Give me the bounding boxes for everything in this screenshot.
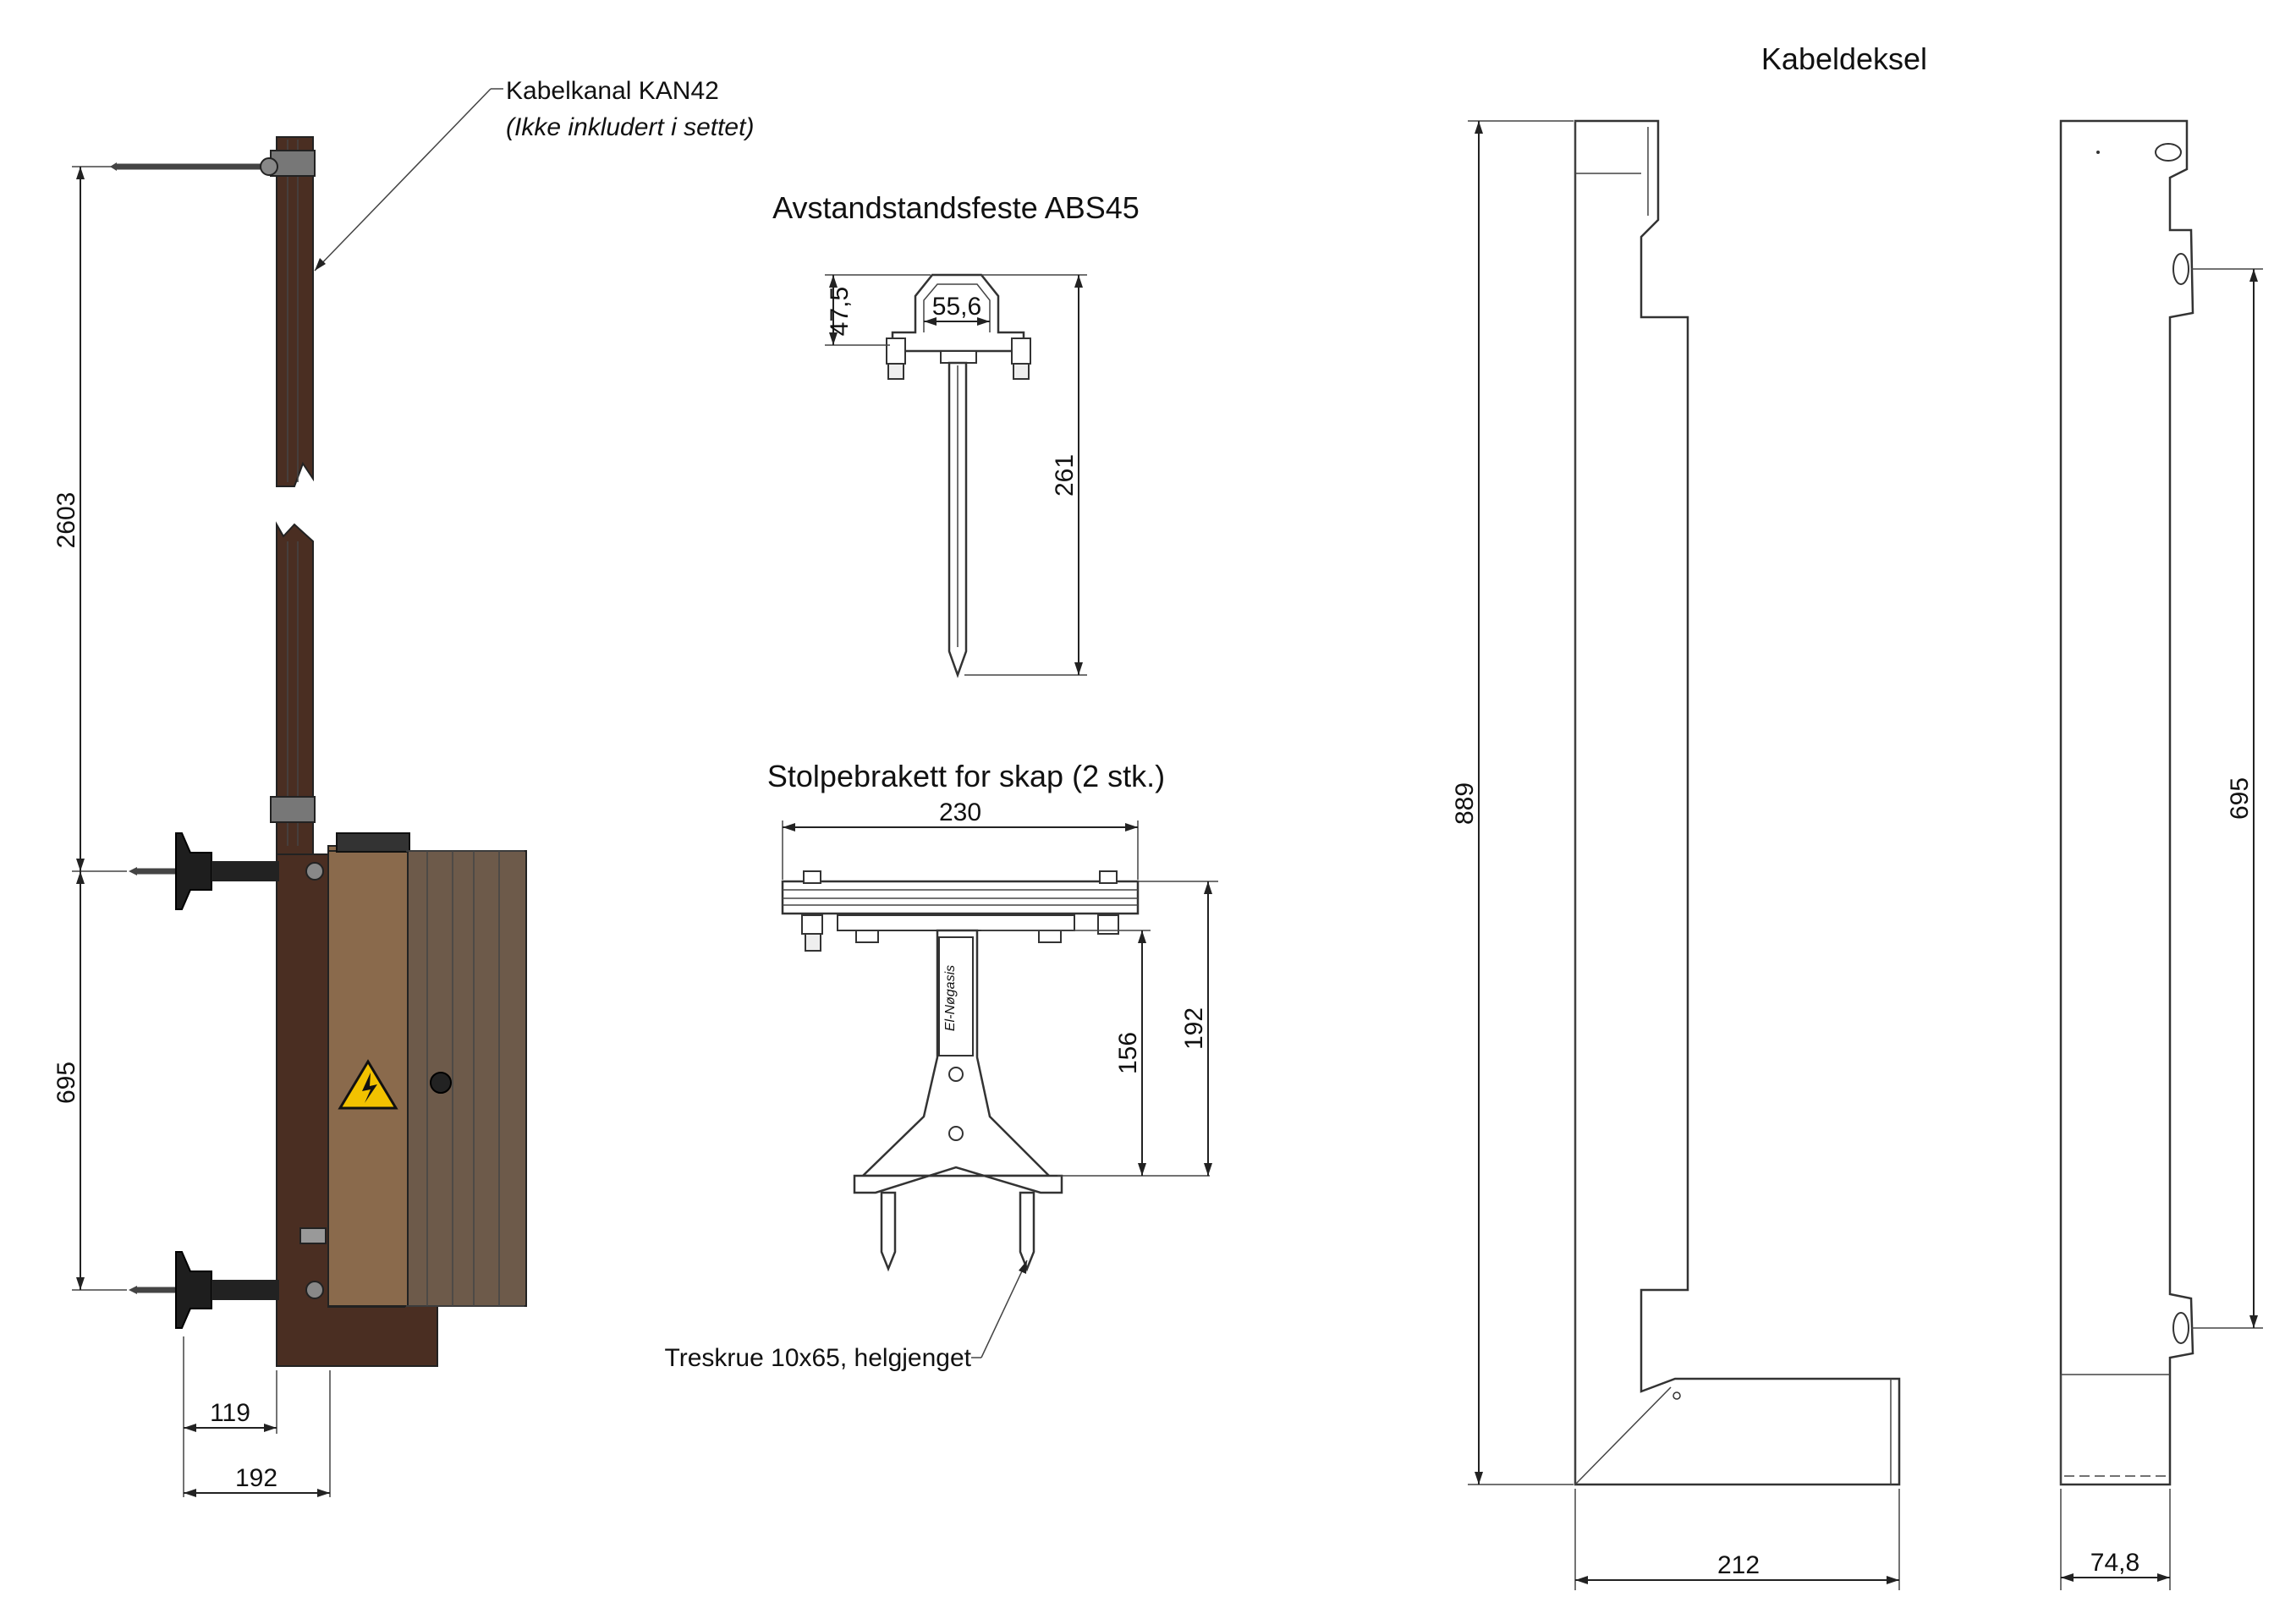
dim-label-55-6: 55,6 [932, 293, 981, 321]
dim-label-192-left: 192 [235, 1464, 277, 1492]
dim-label-156: 156 [1114, 1032, 1142, 1074]
dim-label-192-bracket: 192 [1180, 1007, 1208, 1050]
bracket-title: Stolpebrakett for skap (2 stk.) [767, 759, 1165, 793]
channel-leader-line [314, 88, 492, 272]
dim-label-2603: 2603 [52, 492, 80, 549]
cabinet-lid [336, 832, 410, 853]
cover-title: Kabeldeksel [1761, 41, 1927, 76]
dim-offset-small: 119 [183, 1336, 277, 1497]
bracket-screw-left [880, 1191, 897, 1272]
abs45-u-bracket [891, 273, 1025, 353]
lower-standoff-bracket [129, 1227, 327, 1329]
screw-note: Treskrue 10x65, helgjenget [665, 1344, 972, 1372]
channel-coupler-mid [270, 796, 316, 823]
abs45-standoff: Avstandstandsfeste ABS45 47,5 55,6 261 [772, 190, 1140, 678]
channel-note-title: Kabelkanal KAN42 [506, 77, 719, 105]
dim-label-230: 230 [939, 798, 981, 826]
dim-label-47-5: 47,5 [826, 287, 854, 336]
pole-bracket: Stolpebrakett for skap (2 stk.) El-Nøgas… [665, 759, 1218, 1372]
dim-pole-spacing: 695 [52, 871, 127, 1291]
cover-side-view [2059, 119, 2194, 1486]
dim-label-889: 889 [1451, 782, 1479, 825]
dim-label-212: 212 [1717, 1551, 1760, 1579]
svg-text:El-Nøgasis: El-Nøgasis [943, 965, 958, 1031]
bracket-screw-right [1019, 1191, 1035, 1272]
pole-assembly: 2603 695 119 192 [52, 77, 754, 1497]
door-lock-icon [430, 1072, 452, 1094]
bracket-foot [853, 1166, 1063, 1194]
dim-label-695-right: 695 [2226, 777, 2254, 820]
cable-cover: Kabeldeksel 889 212 [1451, 41, 2263, 1590]
cabinet-door [407, 850, 527, 1307]
abs45-title: Avstandstandsfeste ABS45 [772, 190, 1140, 225]
dim-pole-total: 2603 [52, 166, 127, 872]
dim-label-74-8: 74,8 [2090, 1549, 2139, 1577]
upper-standoff-bracket [129, 832, 324, 910]
bracket-rail [781, 880, 1140, 915]
cable-channel-upper [276, 136, 314, 487]
dim-offset-large: 192 [184, 1370, 331, 1497]
dim-label-119: 119 [210, 1399, 250, 1427]
cover-front-view [1574, 119, 1901, 1486]
dim-label-261: 261 [1051, 454, 1079, 497]
channel-note-subtitle: (Ikke inkludert i settet) [506, 113, 754, 141]
dim-label-695-left: 695 [52, 1062, 80, 1104]
